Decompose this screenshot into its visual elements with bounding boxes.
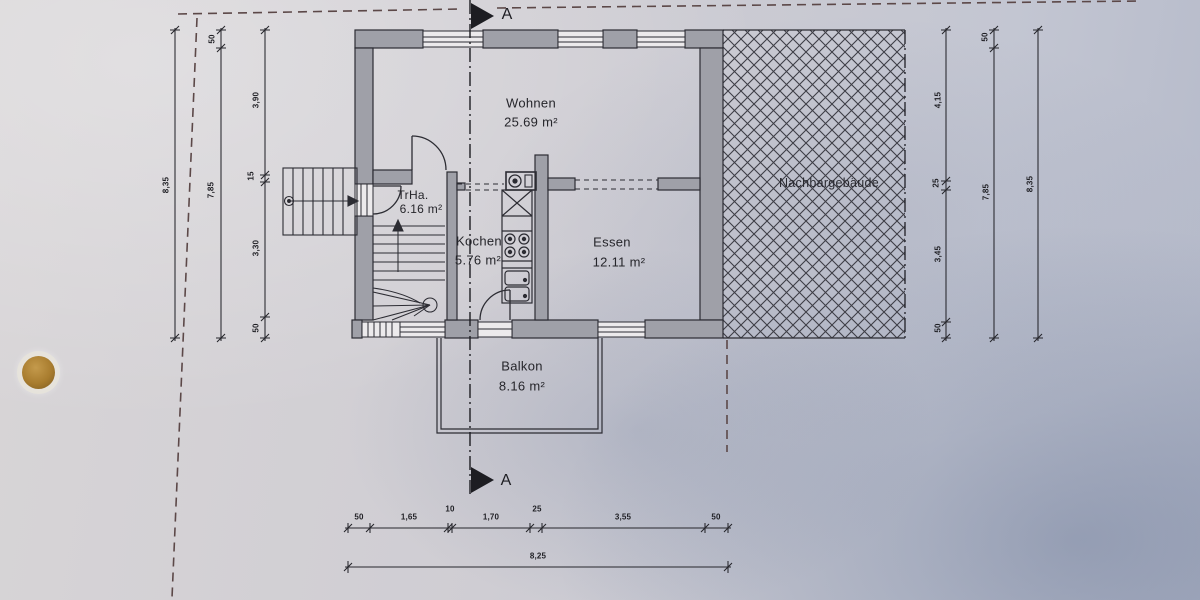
neighbor-building-hatch [723,29,906,339]
entrance-door [372,185,402,215]
section-arrow-icon [471,467,494,493]
staircase [372,218,445,321]
room-area-trha: 6.16 m² [399,202,443,216]
ticks-right-mid [989,25,999,343]
room-area-essen: 12.11 m² [592,254,646,270]
dim-right-inner-1: 4,15 [933,91,943,109]
property-boundary-lines [171,0,1141,599]
dim-bottom-7: 50 [711,512,721,522]
room-area-balkon: 8.16 m² [498,378,546,394]
dim-left-inner-3: 3,30 [251,239,261,257]
window-bottom-2 [597,321,646,338]
window-top-2 [557,30,604,48]
dim-right-outer-total: 8,35 [1025,175,1035,193]
section-letter-top: A [501,6,513,23]
sink [502,267,532,302]
room-area-wohnen: 25.69 m² [504,114,558,130]
entrance-door-opening [354,183,374,217]
room-label-balkon: Balkon [501,358,543,374]
room-label-trha: TrHa. [397,188,429,202]
window-top-1 [422,30,484,48]
dim-bottom-3: 10 [445,504,455,514]
stairwell-wall-treads [361,321,401,338]
stove [502,233,532,262]
exterior-stairs [282,167,360,236]
ticks-left-outer [170,25,180,343]
ticks-right-outer [1033,25,1043,343]
boiler-appliance [505,171,537,191]
dim-left-inner-4: 50 [251,323,261,333]
dim-right-inner-2: 25 [931,178,941,188]
dim-left-mid-total: 7,85 [206,181,216,199]
dim-right-inner-4: 50 [933,323,943,333]
section-arrow-icon [471,3,494,29]
punch-hole [22,356,55,389]
ticks-bottom-total [343,561,733,573]
window-bottom-1 [399,321,446,338]
dim-bottom-6: 3,55 [614,512,632,522]
ticks-right-inner [941,25,951,343]
room-label-wohnen: Wohnen [506,95,556,111]
dim-left-outer-total: 8,35 [161,176,171,194]
ticks-left-mid [216,25,226,343]
balcony-outline [436,338,603,434]
dim-bottom-4: 1,70 [482,512,500,522]
kitchen-fixtures [501,171,537,304]
dim-left-mid-wall: 50 [207,34,217,44]
room-area-kochen: 5.76 m² [454,252,502,268]
dim-right-inner-3: 3,45 [933,245,943,263]
dim-bottom-2: 1,65 [400,512,418,522]
ticks-left-inner [260,25,270,343]
tall-unit [501,189,533,217]
dim-bottom-1: 50 [354,512,364,522]
windows [354,30,686,338]
ticks-bottom-segments [343,523,733,533]
dim-bottom-5: 25 [532,504,542,514]
dim-left-inner-2: 15 [246,171,256,181]
stairhall-living-door [411,135,447,171]
dim-right-mid-total: 7,85 [981,183,991,201]
section-line [469,0,494,497]
neighbor-building-label: Nachbargebäude [778,176,880,190]
window-top-3 [636,30,686,48]
section-letter-bottom: A [500,472,512,489]
dim-right-mid-wall: 50 [980,32,990,42]
room-label-essen: Essen [593,234,631,250]
dim-bottom-total: 8,25 [529,551,547,561]
opening-dashed-lines [457,179,658,191]
room-label-kochen: Kochen [456,233,502,249]
walls [351,29,724,339]
dimension-lines [170,25,1043,573]
dim-left-inner-1: 3,90 [251,91,261,109]
balcony-door-opening [477,321,513,338]
